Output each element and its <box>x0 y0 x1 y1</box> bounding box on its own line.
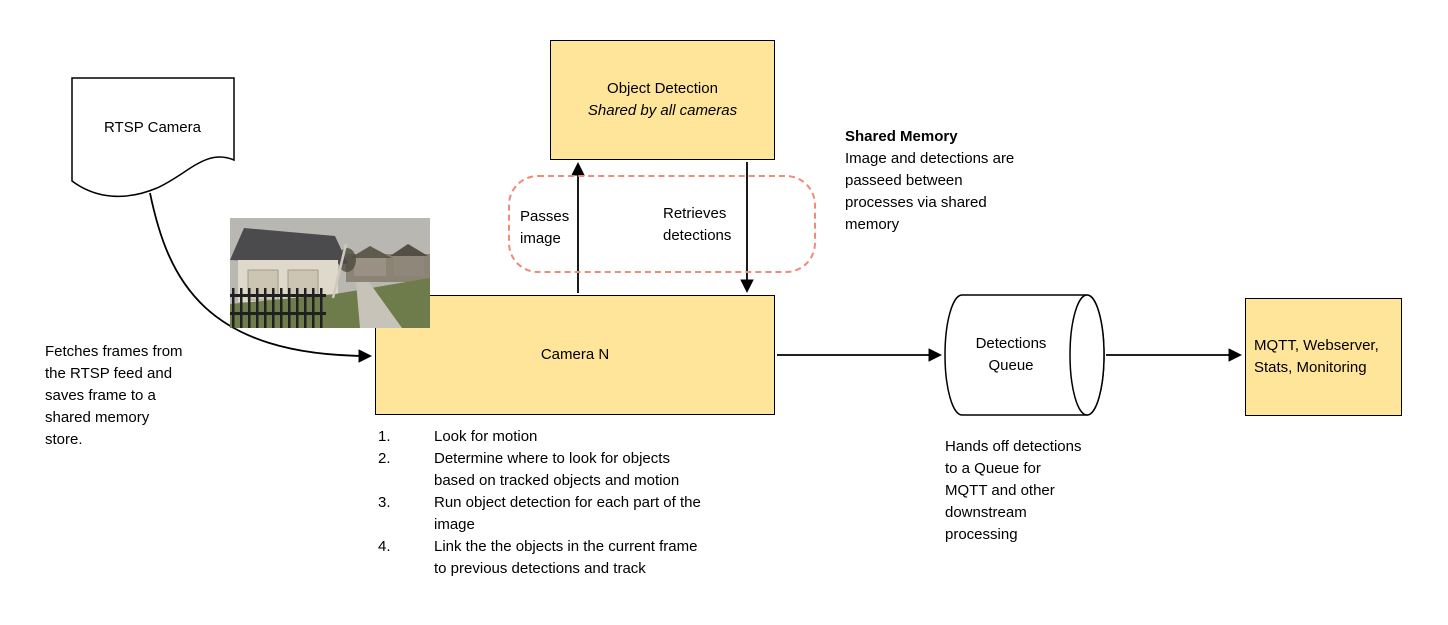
shared-memory-dashed-outline <box>508 175 816 273</box>
camera-step: 2. Determine where to look for objects b… <box>378 448 778 492</box>
camera-step: 4. Link the the objects in the current f… <box>378 536 778 580</box>
camera-snapshot-scene <box>230 218 430 328</box>
camera-n-label: Camera N <box>540 346 610 363</box>
outputs-node: MQTT, Webserver, Stats, Monitoring <box>1245 298 1402 416</box>
camera-step: 1. Look for motion <box>378 426 778 448</box>
object-detection-subtitle: Shared by all cameras <box>587 102 738 119</box>
camera-steps-list: 1. Look for motion 2. Determine where to… <box>378 426 778 580</box>
camera-step-number: 3. <box>378 494 391 511</box>
rtsp-camera-label: RTSP Camera <box>104 119 201 136</box>
shared-memory-body: Image and detections are passeed between… <box>845 150 1015 233</box>
camera-step: 3. Run object detection for each part of… <box>378 492 778 536</box>
shared-memory-title: Shared Memory <box>845 128 958 145</box>
camera-step-text: Link the the objects in the current fram… <box>434 538 698 577</box>
object-detection-title: Object Detection <box>607 80 718 97</box>
rtsp-camera-shape <box>71 77 235 198</box>
handoff-note: Hands off detections to a Queue for MQTT… <box>945 438 1082 543</box>
camera-step-number: 2. <box>378 450 391 467</box>
detections-queue-label: Detections Queue <box>975 335 1047 374</box>
camera-step-number: 4. <box>378 538 391 555</box>
detections-queue-shape <box>944 294 1105 416</box>
camera-step-number: 1. <box>378 428 391 445</box>
camera-step-text: Determine where to look for objects base… <box>434 450 680 489</box>
camera-snapshot-image <box>230 218 430 328</box>
object-detection-node: Object Detection Shared by all cameras <box>550 40 775 160</box>
retrieves-detections-label: Retrieves detections <box>663 205 732 244</box>
outputs-label: MQTT, Webserver, Stats, Monitoring <box>1254 337 1379 376</box>
camera-step-text: Look for motion <box>434 428 538 445</box>
camera-step-text: Run object detection for each part of th… <box>434 494 701 533</box>
passes-image-label: Passes image <box>520 208 570 247</box>
camera-n-node: Camera N <box>375 295 775 415</box>
arrow-rtsp-to-camera <box>149 192 373 363</box>
fetch-note: Fetches frames from the RTSP feed and sa… <box>45 343 183 448</box>
